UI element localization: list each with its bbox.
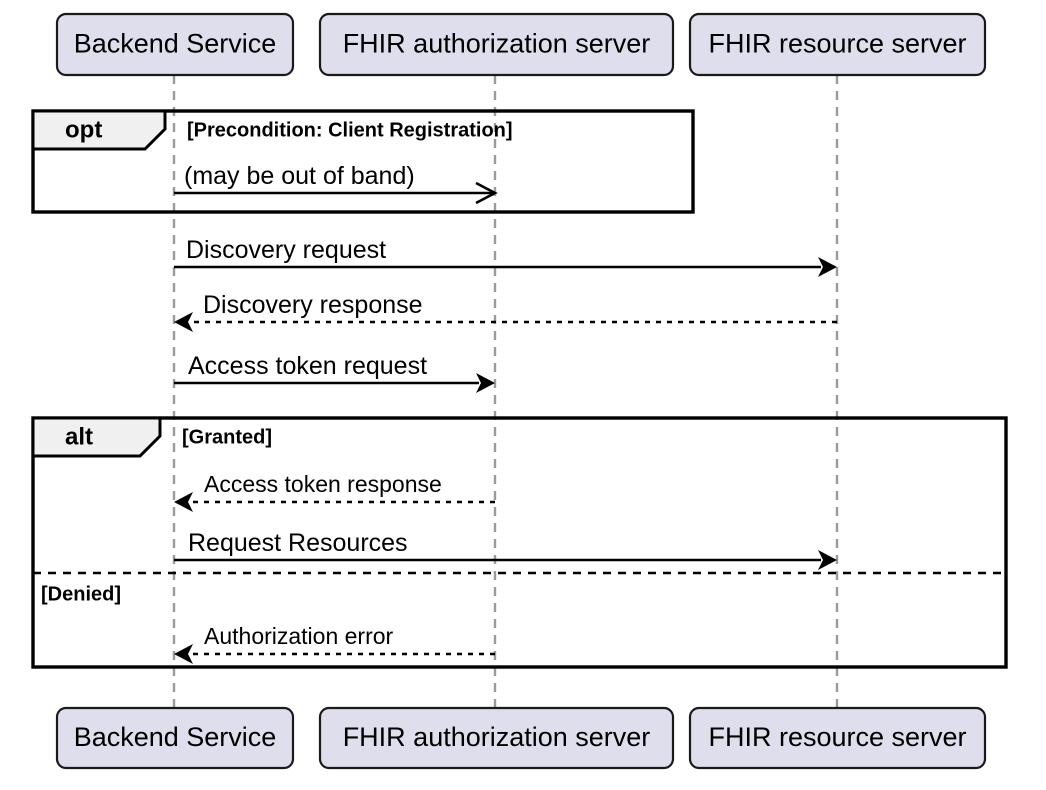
message-msg-discovery-response: Discovery response [174, 291, 837, 332]
fragment-opt-precondition: opt [Precondition: Client Registration] [31, 109, 695, 214]
participant-box[interactable] [55, 12, 295, 77]
participant-backend-header[interactable]: Backend Service [55, 12, 295, 77]
participant-label: FHIR resource server [708, 29, 966, 59]
participant-authsrv-footer[interactable]: FHIR authorization server [318, 706, 675, 770]
participant-ressrv-header[interactable]: FHIR resource server [688, 12, 987, 77]
message-arrowhead [174, 312, 193, 332]
messages-group: (may be out of band) Discovery requestDis… [174, 162, 837, 664]
message-arrowhead [818, 257, 837, 277]
participant-box[interactable] [318, 706, 675, 770]
participant-label: FHIR authorization server [343, 29, 651, 59]
message-label: Discovery response [203, 291, 423, 319]
message-msg-out-of-band: (may be out of band) [174, 162, 498, 205]
fragment-guard-label: [Granted] [182, 426, 272, 448]
fragment-alt-granted-denied: alt [Granted] [Denied] [31, 416, 1008, 669]
message-label: Request Resources [188, 529, 408, 557]
message-arrowhead [476, 373, 495, 393]
participant-box[interactable] [55, 706, 295, 770]
participant-box[interactable] [688, 706, 987, 770]
fragment-operator-label: alt [65, 423, 93, 450]
message-arrowhead [475, 181, 498, 205]
participant-box[interactable] [318, 12, 675, 77]
participant-box[interactable] [688, 12, 987, 77]
participant-authsrv-header[interactable]: FHIR authorization server [318, 12, 675, 77]
message-arrowhead [174, 644, 193, 664]
fragment-operator-tab [31, 109, 167, 151]
message-label: Authorization error [204, 623, 394, 649]
participant-label: Backend Service [74, 29, 277, 59]
participant-label: FHIR authorization server [343, 722, 651, 752]
message-msg-discovery-request: Discovery request [174, 236, 837, 277]
participant-backend-footer[interactable]: Backend Service [55, 706, 295, 770]
fragments-group: opt [Precondition: Client Registration] al… [31, 109, 1008, 669]
message-label: Discovery request [186, 236, 386, 264]
message-label: Access token response [204, 471, 442, 497]
fragment-guard-label: [Precondition: Client Registration] [187, 119, 513, 141]
participant-ressrv-footer[interactable]: FHIR resource server [688, 706, 987, 770]
participant-label: FHIR resource server [708, 722, 966, 752]
participants-footer-group: Backend Service FHIR authorization server… [55, 706, 987, 770]
message-label: (may be out of band) [184, 162, 415, 190]
message-msg-access-token-request: Access token request [174, 352, 495, 393]
message-msg-authorization-error: Authorization error [174, 623, 495, 664]
message-label: Access token request [188, 352, 427, 380]
message-arrowhead [818, 550, 837, 570]
message-msg-access-token-response: Access token response [174, 471, 495, 512]
fragment-border [31, 109, 695, 214]
participant-label: Backend Service [74, 722, 277, 752]
message-arrowhead [174, 492, 193, 512]
fragment-border [31, 416, 1008, 669]
participants-header-group: Backend Service FHIR authorization server… [55, 12, 987, 77]
fragment-operator-tab [31, 416, 162, 458]
fragment-operator-label: opt [65, 116, 102, 143]
fragment-alt-guard-label: [Denied] [41, 583, 121, 605]
message-msg-request-resources: Request Resources [174, 529, 837, 570]
